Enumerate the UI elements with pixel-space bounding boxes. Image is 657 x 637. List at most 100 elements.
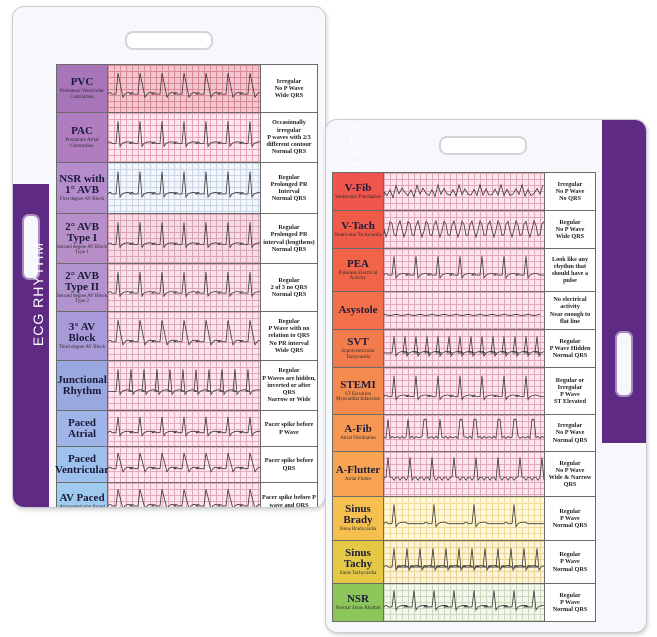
rhythm-name: NSR with 1° AVB <box>59 172 105 196</box>
rhythm-subtitle: Third degree AV Block <box>58 344 106 350</box>
rhythm-description: No electrical activity Near enough to fl… <box>549 296 591 325</box>
rhythm-name: STEMI <box>340 378 376 391</box>
ecg-waveform <box>108 369 260 396</box>
ecg-strip <box>384 211 545 248</box>
ecg-trace <box>384 336 544 358</box>
rhythm-subtitle: Sinus Bradycardia <box>339 527 377 533</box>
rhythm-label: Paced Ventricular <box>55 447 109 482</box>
rhythm-name: Sinus Tachy <box>343 546 373 570</box>
rhythm-label: Paced Atrial <box>57 411 108 446</box>
ecg-trace <box>384 219 544 239</box>
rhythm-description: Pacer spike before P Wave <box>264 421 314 436</box>
rhythm-description: Regular P Wave Normal QRS <box>552 591 588 614</box>
rhythm-name: 3° AV Block <box>68 320 96 344</box>
ecg-waveform <box>108 171 260 199</box>
ecg-strip <box>384 584 545 621</box>
rhythm-name: A-Fib <box>344 423 372 436</box>
rhythm-description: Irregular No P Wave No QRS <box>555 180 585 203</box>
rhythm-subtitle: Premature Atrial Contraction <box>65 138 99 149</box>
ecg-trace <box>108 171 260 199</box>
ecg-trace <box>108 489 260 507</box>
rhythm-description: Regular Prolonged PR interval (lengthens… <box>263 224 315 253</box>
rhythm-row: Asystole No electrical activity Near enou… <box>332 291 596 329</box>
ecg-waveform <box>384 256 544 280</box>
rhythm-name: SVT <box>347 336 369 348</box>
ecg-waveform <box>108 452 260 473</box>
rhythm-subtitle: Second degree AV Block Type 1 <box>57 244 107 256</box>
rhythm-subtitle: Normal Sinus Rhythm <box>335 605 381 611</box>
ecg-trace <box>384 183 544 199</box>
ecg-trace <box>384 313 541 316</box>
rhythm-name: Junctional Rhythm <box>57 373 107 397</box>
ecg-strip <box>108 113 261 162</box>
rhythm-subtitle: Supraventricular Tachycardia <box>341 349 375 360</box>
ecg-trace <box>108 222 260 249</box>
rhythm-name: V-Tach <box>341 219 375 232</box>
ecg-strip <box>384 249 545 291</box>
ecg-waveform <box>384 375 544 401</box>
rhythm-description: Regular or Irregular P Wave ST Elevated <box>553 376 587 406</box>
rhythm-name: 2° AVB Type II <box>64 269 100 293</box>
ecg-waveform <box>108 222 260 249</box>
rhythm-description: Regular P Wave Normal QRS <box>552 507 588 530</box>
card-band-right <box>602 120 646 443</box>
rhythm-name: V-Fib <box>344 181 372 194</box>
rhythm-description: Regular No P Wave Wide & Narrow QRS <box>548 459 592 489</box>
ecg-trace <box>384 375 544 401</box>
ecg-trace <box>108 271 260 298</box>
rhythm-description: Regular Prolonged PR Interval Normal QRS <box>270 173 308 203</box>
rhythm-name: PAC <box>71 125 93 137</box>
ecg-strip <box>384 368 545 414</box>
ecg-trace <box>108 416 260 437</box>
card-band-title: ECG RHYTHM <box>30 241 47 347</box>
rhythm-subtitle: First degree AV Block <box>59 196 105 202</box>
ecg-strip <box>108 447 261 482</box>
rhythm-description: Irregular No P Wave Wide QRS <box>274 77 304 100</box>
rhythm-description: Pacer spike before P wave and QRS <box>262 494 316 508</box>
ecg-waveform <box>384 548 544 572</box>
ecg-waveform <box>384 336 544 358</box>
ecg-strip <box>384 173 545 210</box>
rhythm-name: Sinus Brady <box>343 503 373 527</box>
ecg-waveform <box>384 504 544 528</box>
ecg-trace <box>108 320 260 346</box>
ecg-waveform <box>384 457 544 482</box>
ecg-strip <box>108 264 261 311</box>
lanyard-slot <box>125 31 213 50</box>
rhythm-subtitle: Ventricular Fibrillation <box>335 194 381 200</box>
ecg-waveform <box>108 72 260 99</box>
ecg-waveform <box>108 271 260 298</box>
ecg-strip <box>108 214 261 263</box>
ecg-strip <box>108 163 261 213</box>
ecg-waveform <box>108 320 260 346</box>
ecg-trace <box>108 72 260 99</box>
rhythm-name: NSR <box>346 592 369 605</box>
ecg-strip <box>108 65 261 112</box>
ecg-waveform <box>384 590 544 612</box>
ecg-trace <box>384 457 544 482</box>
rhythm-description: Irregular No P Wave Normal QRS <box>552 422 588 444</box>
rhythm-name: Asystole <box>338 304 378 316</box>
rhythm-subtitle: Premature Ventricular Contraction <box>60 89 104 100</box>
rhythm-subtitle: Sinus Tachycardia <box>339 570 377 576</box>
rhythm-subtitle: Pulseless Electrical Activity <box>338 270 378 282</box>
